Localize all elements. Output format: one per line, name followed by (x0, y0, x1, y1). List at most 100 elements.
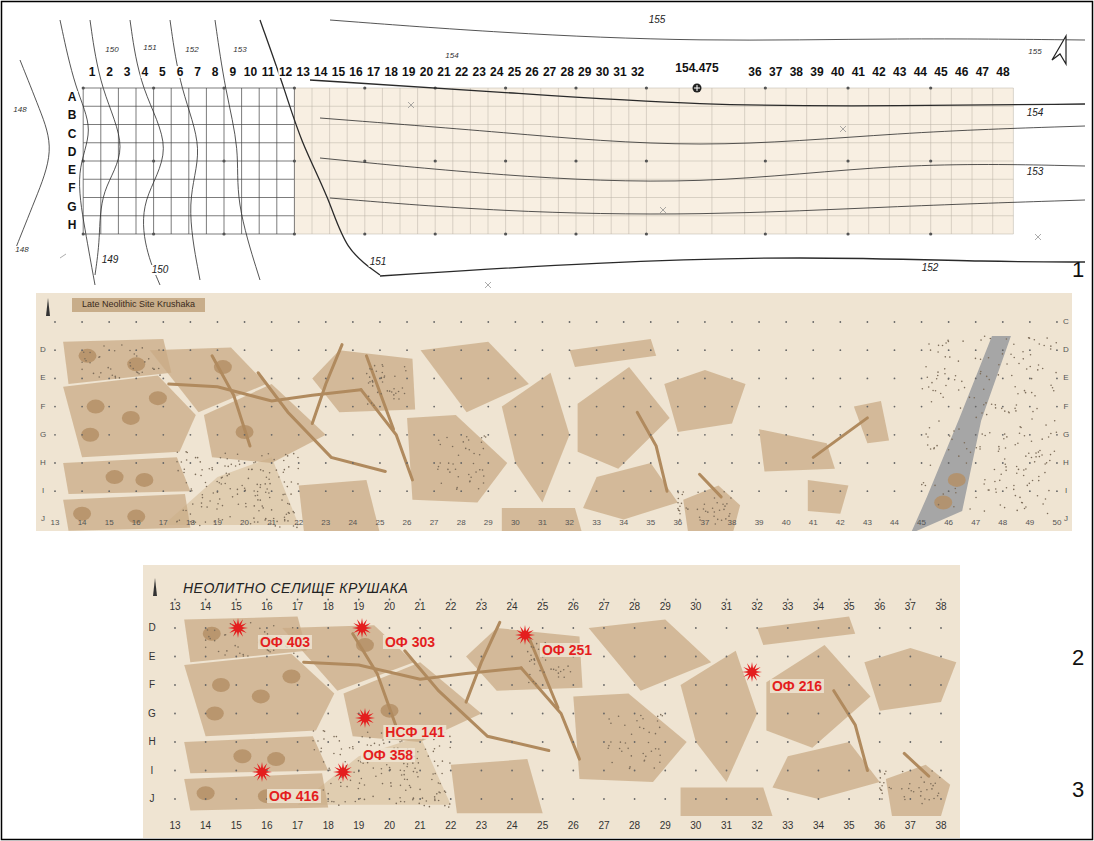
find-dot (1006, 338, 1008, 340)
find-dot (1026, 368, 1028, 370)
grid-row-letter: I (151, 766, 154, 776)
grid-column-number: 30 (690, 821, 701, 831)
find-dot (995, 491, 997, 493)
find-dot (439, 444, 441, 446)
grid-dot (460, 349, 462, 351)
find-dot (1031, 457, 1033, 459)
find-dot (278, 476, 280, 478)
grid-dot (108, 406, 110, 408)
find-dot (1050, 348, 1052, 350)
grid-dot (108, 321, 110, 323)
grid-dot (487, 490, 489, 492)
find-dot (184, 468, 186, 470)
find-dot (418, 803, 420, 805)
find-dot (349, 747, 351, 749)
grid-dot (379, 321, 381, 323)
find-dot (212, 492, 214, 494)
find-dot (639, 726, 641, 728)
find-dot (644, 759, 646, 761)
grid-peg (764, 232, 767, 235)
grid-dot (634, 684, 636, 686)
grid-dot (975, 434, 977, 436)
find-dot (221, 477, 223, 479)
find-dot (137, 372, 139, 374)
grid-dot (650, 378, 652, 380)
find-dot (958, 428, 960, 430)
grid-dot (271, 406, 273, 408)
grid-dot (948, 349, 950, 351)
grid-peg (846, 86, 849, 89)
grid-dot (940, 656, 942, 658)
find-dot (99, 356, 101, 358)
grid-dot (419, 798, 421, 800)
grid-dot (758, 434, 760, 436)
find-dot (227, 466, 229, 468)
find-dot (434, 800, 436, 802)
find-dot (201, 502, 203, 504)
find-dot (983, 404, 985, 406)
grid-dot (1029, 462, 1031, 464)
contour-elevation: 151 (142, 44, 157, 52)
grid-dot (785, 349, 787, 351)
grid-column-number: 22 (445, 602, 456, 612)
grid-dot (135, 490, 137, 492)
contour-line (15, 60, 49, 250)
grid-row-letter: E (149, 652, 156, 662)
grid-column-number: 17 (292, 602, 303, 612)
find-dot (429, 806, 431, 808)
grid-dot (704, 406, 706, 408)
find-dot (372, 796, 374, 798)
grid-dot (190, 406, 192, 408)
find-dot (1001, 408, 1003, 410)
grid-line (294, 215, 1013, 216)
grid-dot (419, 770, 421, 772)
find-dot (1036, 408, 1038, 410)
pit (122, 411, 140, 425)
grid-column-number: 22 (454, 66, 469, 78)
grid-dot (839, 434, 841, 436)
grid-dot (271, 434, 273, 436)
grid-dot (948, 490, 950, 492)
grid-dot (879, 627, 881, 629)
grid-column-number: 23 (321, 519, 330, 527)
find-dot (960, 407, 962, 409)
grid-dot (460, 490, 462, 492)
find-dot (209, 500, 211, 502)
find-dot (969, 508, 971, 510)
find-dot (619, 748, 621, 750)
grid-dot (818, 713, 820, 715)
contour-line (330, 198, 1085, 214)
grid-peg (929, 159, 932, 162)
grid-dot (511, 798, 513, 800)
grid-dot (190, 490, 192, 492)
grid-dot (174, 770, 176, 772)
find-dot (434, 760, 436, 762)
grid-dot (894, 406, 896, 408)
grid-dot (174, 599, 176, 601)
find-dot (212, 469, 214, 471)
grid-dot (894, 321, 896, 323)
grid-dot (433, 462, 435, 464)
find-dot (563, 677, 565, 679)
find-dot (314, 749, 316, 751)
grid-dot (948, 321, 950, 323)
find-dot (933, 447, 935, 449)
grid-column-number: 48 (995, 66, 1010, 78)
grid-column-number: 28 (629, 821, 640, 831)
find-dot (618, 716, 620, 718)
find-dot (468, 474, 470, 476)
find-dot (937, 795, 939, 797)
find-dot (192, 503, 194, 505)
find-dot (89, 352, 91, 354)
find-dot (389, 390, 391, 392)
find-dot (323, 761, 325, 763)
find-dot (648, 742, 650, 744)
find-dot (629, 768, 631, 770)
grid-dot (81, 321, 83, 323)
house-floor (184, 773, 328, 810)
grid-dot (352, 321, 354, 323)
find-dot (885, 770, 887, 772)
grid-dot (298, 378, 300, 380)
grid-dot (235, 770, 237, 772)
find-dot (205, 521, 207, 523)
